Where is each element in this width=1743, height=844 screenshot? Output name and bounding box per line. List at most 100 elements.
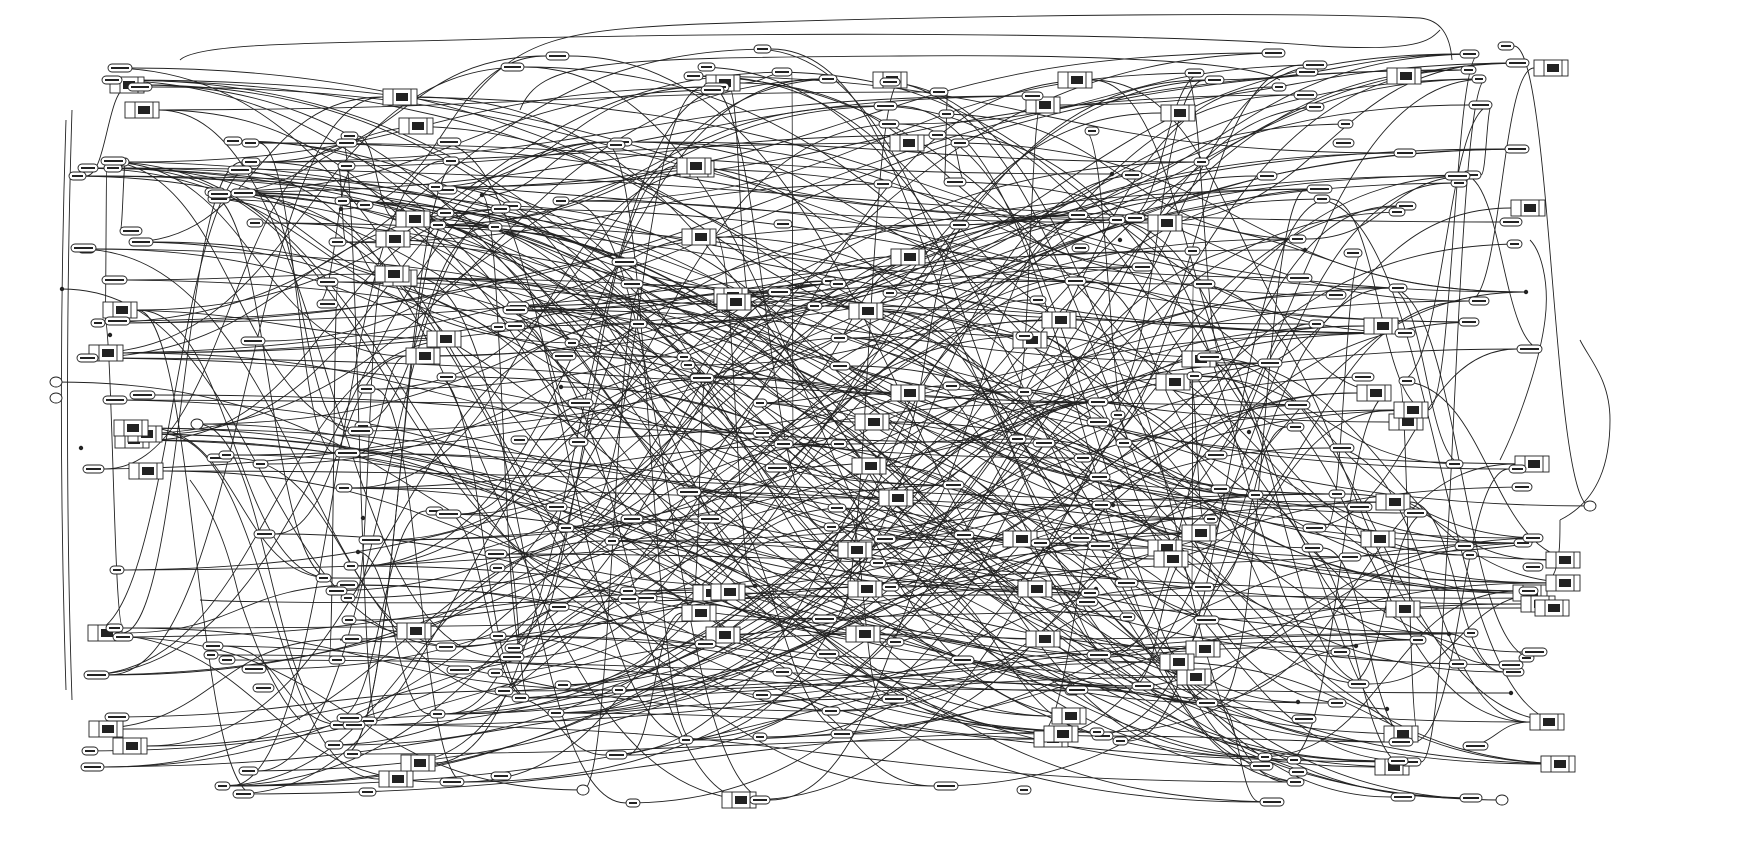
net-label [928, 130, 947, 140]
net-label [1071, 243, 1090, 253]
net-label [1346, 502, 1373, 512]
net-label [442, 156, 460, 166]
flip-flop-cell [112, 737, 148, 755]
net-label [545, 502, 568, 512]
io-port [1583, 500, 1597, 512]
net-label [1295, 67, 1319, 77]
flip-flop-cell [1529, 713, 1565, 731]
net-wire [435, 513, 1285, 803]
net-wire [506, 553, 1539, 592]
net-label [1286, 273, 1313, 283]
net-wire [434, 89, 725, 764]
net-label [617, 594, 640, 604]
net-label [700, 85, 725, 95]
net-wire [161, 433, 380, 780]
net-label [427, 182, 444, 192]
net-label [1115, 438, 1133, 448]
net-label [1522, 533, 1544, 543]
flip-flop-cell [124, 101, 160, 119]
net-wire [122, 280, 1087, 354]
net-label [90, 318, 106, 328]
net-label [772, 667, 793, 677]
net-label [938, 109, 955, 119]
net-wire [101, 273, 410, 281]
net-wire [355, 287, 1408, 621]
net-label [1067, 210, 1089, 220]
net-label [1302, 523, 1327, 533]
net-label [490, 771, 512, 781]
net-wire [502, 205, 1183, 549]
net-label [620, 514, 644, 524]
net-label [230, 188, 257, 198]
net-label [878, 119, 900, 129]
net-label [1087, 397, 1109, 407]
net-wire [502, 309, 1259, 758]
net-label [625, 798, 641, 808]
net-wire [1420, 78, 1487, 763]
net-wire [625, 404, 1311, 804]
net-wire [770, 694, 935, 787]
net-label [214, 781, 231, 791]
net-wire [103, 167, 1510, 470]
net-label [1343, 248, 1363, 258]
net-label [1086, 417, 1111, 427]
net-wire [568, 200, 1480, 323]
net-label [1522, 562, 1544, 572]
net-wire [147, 427, 332, 579]
net-label [436, 208, 455, 218]
net-label [511, 693, 530, 703]
net-wire [334, 200, 1503, 801]
net-label [1110, 410, 1126, 420]
bus-junction [355, 549, 361, 555]
net-wire [869, 175, 1471, 564]
net-label-layer [68, 41, 1548, 808]
net-label [1505, 58, 1530, 68]
net-wire [124, 91, 931, 111]
net-wire [1049, 542, 1409, 762]
net-label [500, 62, 525, 72]
net-wire [463, 532, 1217, 783]
net-label [1308, 319, 1325, 329]
net-label [1131, 681, 1155, 691]
net-label [1084, 126, 1100, 136]
net-wire [1257, 590, 1520, 758]
bus-junction [752, 583, 758, 589]
net-wire [94, 248, 1112, 656]
net-wire [1329, 447, 1531, 723]
net-label [490, 322, 507, 332]
net-label [1394, 328, 1416, 338]
net-wire [620, 518, 1419, 735]
flip-flop-cell [878, 489, 914, 507]
net-label [1497, 41, 1515, 51]
net-wire [885, 224, 970, 467]
net-wire [568, 200, 771, 801]
net-label [567, 398, 594, 408]
net-label [335, 483, 353, 493]
net-wire [154, 394, 1034, 444]
net-wire [1110, 409, 1395, 656]
net-label [1463, 628, 1479, 638]
flip-flop-cell [395, 210, 431, 228]
net-label [1088, 472, 1111, 482]
net-label [1008, 434, 1027, 444]
net-label [749, 795, 771, 805]
wire-layer [55, 14, 1611, 804]
net-label [1015, 331, 1034, 341]
net-label [1327, 698, 1347, 708]
flip-flop-cell [1540, 755, 1576, 773]
net-label [109, 565, 125, 575]
net-wire [232, 731, 1105, 795]
net-label [950, 655, 975, 665]
net-label [933, 781, 959, 791]
net-wire [1002, 538, 1305, 783]
net-wire [557, 335, 1034, 529]
net-wire [1201, 375, 1531, 723]
net-label [223, 136, 243, 146]
net-wire [676, 491, 1581, 584]
net-label [1271, 82, 1287, 92]
flip-flop-cell [1363, 317, 1399, 335]
net-label [1069, 533, 1093, 543]
net-wire [122, 352, 754, 434]
net-label [1388, 737, 1414, 747]
net-wire [871, 401, 1089, 551]
